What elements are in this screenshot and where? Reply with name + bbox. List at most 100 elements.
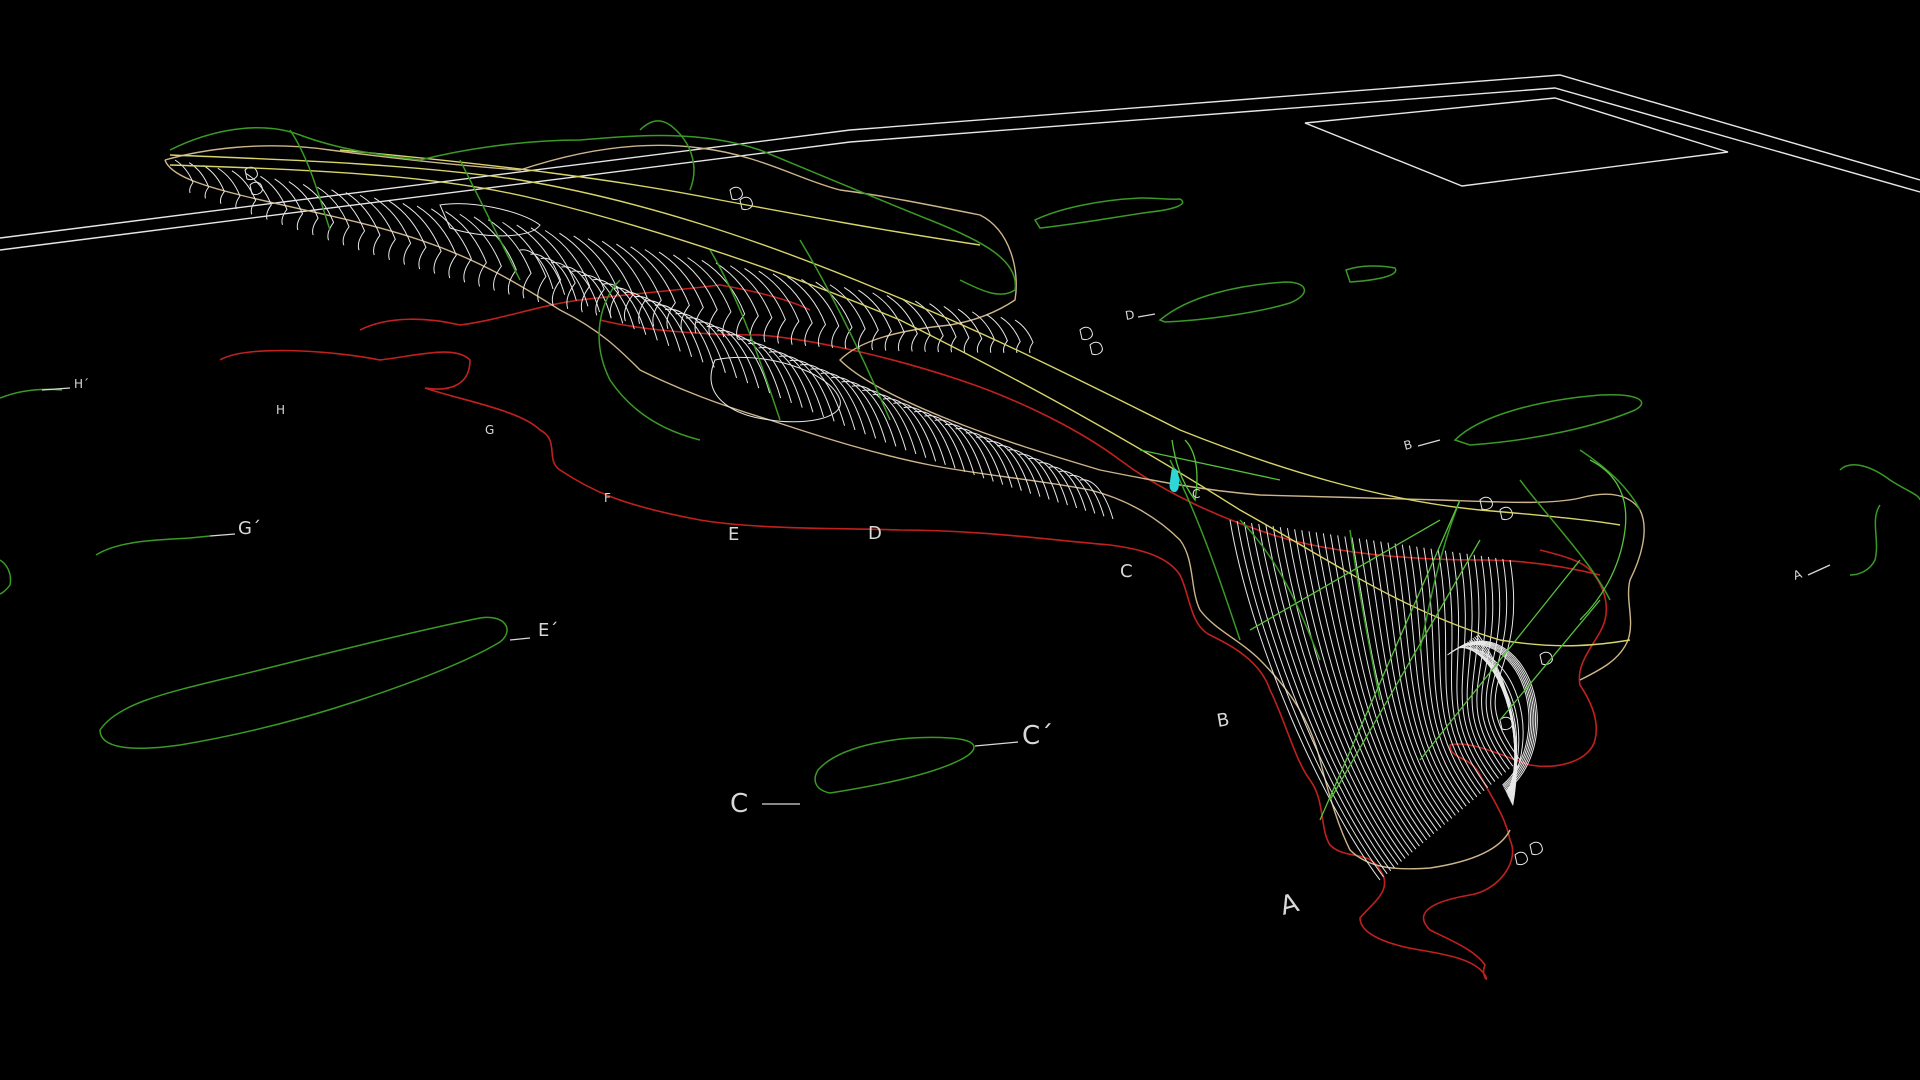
label-F: F	[604, 491, 611, 505]
contour-line	[810, 368, 866, 435]
contour-line	[1408, 545, 1471, 804]
contour-line	[929, 303, 957, 353]
contour-line	[799, 364, 856, 431]
contour-line	[1243, 521, 1388, 875]
contour-line	[801, 278, 840, 348]
drawing-frame	[0, 74, 1920, 251]
contour-line	[1490, 558, 1517, 764]
contour-line	[654, 304, 704, 363]
label-A-right: A	[1791, 567, 1804, 583]
profile-G	[95, 535, 211, 556]
contour-line	[1358, 538, 1446, 825]
contour-line	[487, 219, 532, 299]
label-C-inner: C	[1192, 487, 1200, 501]
contour-line	[516, 224, 562, 306]
contour-line	[1444, 550, 1489, 788]
contour-line	[1294, 529, 1413, 853]
contour-line	[715, 262, 759, 341]
contour-line	[374, 197, 412, 265]
contour-line	[1452, 642, 1535, 790]
contour-line	[459, 213, 502, 291]
contour-line	[739, 196, 753, 210]
contour-line	[882, 398, 937, 462]
contour-line	[544, 230, 591, 313]
contour-line	[402, 202, 442, 274]
section-cuts	[1139, 439, 1627, 821]
label-H-prime: H´	[74, 377, 89, 391]
contour-line	[217, 167, 241, 210]
contour-line	[1028, 458, 1068, 506]
contour-line	[1079, 326, 1093, 340]
contour-line	[729, 186, 743, 200]
contour-line	[602, 283, 647, 335]
contour-line	[1471, 554, 1503, 776]
section-label-group: A B C D E F G H C C´ E´ G´ H´ A B D C	[41, 308, 1831, 922]
contour-line	[665, 308, 715, 368]
contour-line	[872, 393, 927, 458]
contour-line	[1007, 449, 1050, 500]
profile-D-mid	[1345, 265, 1397, 283]
contour-line	[1089, 341, 1103, 355]
contour-line	[737, 338, 792, 404]
contour-line	[772, 273, 813, 346]
contour-line	[644, 249, 690, 332]
label-D-small: D	[1124, 308, 1136, 323]
contour-line	[345, 192, 381, 256]
contour-line	[706, 325, 760, 389]
contour-line	[1265, 525, 1399, 865]
contour-line	[630, 246, 676, 329]
contour-line	[986, 314, 1008, 353]
contour-line	[701, 259, 746, 340]
contour-line	[1401, 544, 1467, 807]
label-H: H	[276, 403, 285, 417]
contour-line	[744, 268, 786, 344]
contour-line	[843, 287, 879, 351]
contour-line	[473, 216, 517, 295]
contour-line	[924, 415, 975, 476]
contour-line	[1229, 519, 1381, 881]
contour-line	[858, 289, 892, 351]
contour-line	[1481, 556, 1510, 770]
contour-line	[748, 342, 803, 408]
cyan-marker	[1169, 468, 1180, 493]
contour-line	[1069, 475, 1105, 517]
contour-line	[758, 270, 800, 345]
contour-line	[530, 227, 576, 310]
contour-line	[502, 221, 547, 303]
contour-line	[1272, 526, 1402, 862]
profile-small-far	[1033, 197, 1184, 229]
contour-line	[559, 232, 605, 316]
contour-line	[1452, 551, 1492, 785]
contour-line	[1459, 552, 1496, 782]
contour-line	[1251, 522, 1392, 872]
contour-line	[1476, 555, 1507, 773]
contour-line	[1344, 536, 1438, 832]
contour-line	[540, 257, 577, 301]
contour-line	[945, 423, 994, 482]
label-C-left: C	[730, 789, 748, 819]
contour-line	[1337, 535, 1435, 835]
contour-line	[1279, 527, 1406, 859]
contour-line	[996, 445, 1041, 497]
contour-line	[573, 235, 620, 319]
contour-line	[1017, 453, 1059, 503]
contour-line	[1466, 553, 1499, 779]
contour-line	[601, 240, 648, 324]
title-block	[1304, 97, 1729, 187]
contour-line	[1479, 496, 1493, 510]
contour-line	[582, 274, 624, 324]
contour-line	[1456, 640, 1538, 792]
contour-line	[900, 297, 931, 352]
contour-line	[1373, 540, 1453, 819]
contour-line	[188, 162, 210, 199]
contour-line	[1301, 530, 1417, 850]
contour-line	[779, 355, 835, 422]
contour-line	[592, 279, 635, 330]
contour-line	[1499, 716, 1513, 730]
contour-line	[729, 265, 773, 343]
profile-E	[99, 616, 508, 749]
contour-line	[685, 317, 738, 379]
contour-line	[1351, 537, 1442, 828]
contour-line	[831, 376, 887, 443]
